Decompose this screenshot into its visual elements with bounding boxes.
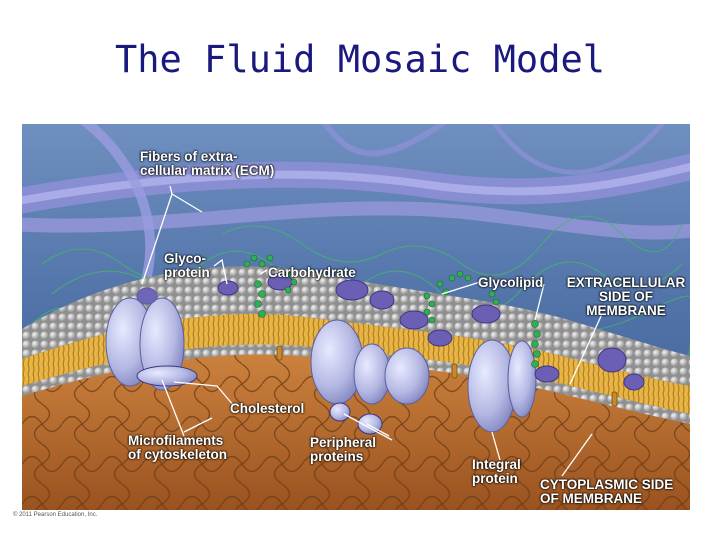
label-cytoplasmic-line1: CYTOPLASMIC SIDE (540, 477, 674, 492)
peripheral-proteins (136, 273, 645, 435)
label-cytoplasmic-line2: OF MEMBRANE (540, 491, 642, 506)
label-integral-line1: Integral (472, 457, 521, 472)
label-glycolipid: Glycolipid (478, 275, 544, 290)
carbohydrate-chains (243, 254, 541, 368)
label-ecm-fibers: Fibers of extra- cellular matrix (ECM) (140, 150, 274, 178)
label-integral-line2: protein (472, 471, 518, 486)
label-glycoprotein: Glyco- protein (164, 252, 210, 280)
label-pointers (141, 185, 603, 477)
label-extracellular-line3: MEMBRANE (586, 303, 666, 318)
slide-title: The Fluid Mosaic Model (114, 38, 606, 81)
label-cholesterol: Cholesterol (230, 401, 305, 416)
label-peripheral-line1: Peripheral (310, 435, 377, 450)
label-extracellular-line2: SIDE OF (598, 289, 653, 304)
label-peripheral-proteins: Peripheral proteins (310, 436, 376, 464)
label-extracellular-line1: EXTRACELLULAR (566, 275, 686, 290)
cytoskeleton-mesh (22, 312, 690, 510)
label-microfilaments-line1: Microfilaments (128, 433, 224, 448)
label-peripheral-line2: proteins (310, 449, 364, 464)
fluid-mosaic-diagram: Fibers of extra- cellular matrix (ECM) G… (22, 124, 690, 510)
copyright-notice: © 2011 Pearson Education, Inc. (13, 512, 98, 518)
label-glycoprotein-line1: Glyco- (164, 251, 207, 266)
ecm-fibers (22, 124, 690, 319)
label-ecm-line2: cellular matrix (ECM) (140, 163, 275, 178)
label-microfilaments-line2: of cytoskeleton (128, 447, 228, 462)
integral-proteins (105, 287, 537, 433)
label-ecm-line1: Fibers of extra- (140, 149, 238, 164)
label-cytoplasmic-side: CYTOPLASMIC SIDE OF MEMBRANE (540, 478, 673, 506)
label-microfilaments: Microfilaments of cytoskeleton (128, 434, 227, 462)
label-extracellular-side: EXTRACELLULAR SIDE OF MEMBRANE (562, 276, 690, 318)
label-carbohydrate: Carbohydrate (268, 265, 356, 280)
label-glycoprotein-line2: protein (164, 265, 210, 280)
membrane-illustration (22, 124, 690, 510)
label-integral-protein: Integral protein (472, 458, 521, 486)
